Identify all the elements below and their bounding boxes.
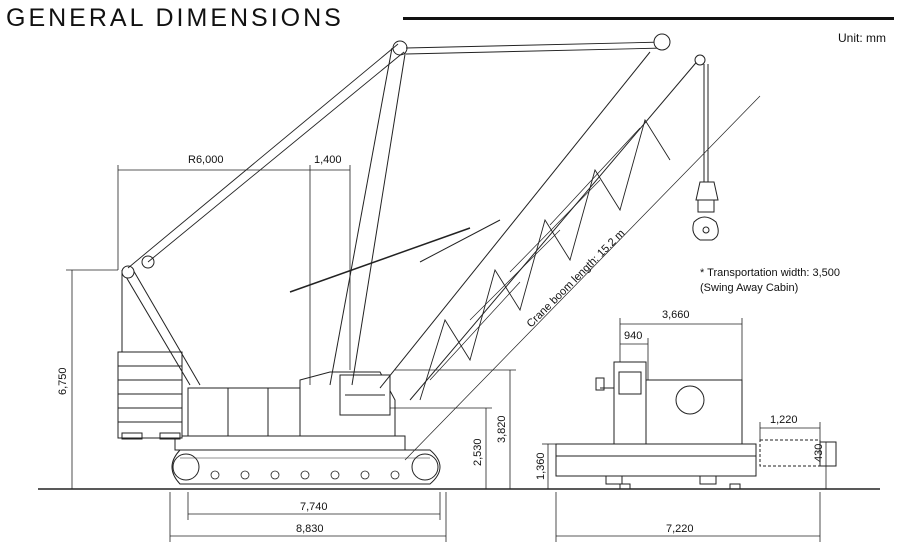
title-rule bbox=[403, 17, 894, 20]
height-pivot-label: 2,530 bbox=[472, 438, 484, 466]
offset-label: 1,400 bbox=[314, 154, 342, 166]
transport-width-text: * Transportation width: 3,500 bbox=[700, 267, 841, 279]
unit-label: Unit: mm bbox=[838, 31, 886, 45]
crawler-track bbox=[171, 449, 441, 485]
width-outer-label: 3,660 bbox=[662, 309, 690, 321]
width-track-label: 1,220 bbox=[770, 414, 798, 426]
mast bbox=[329, 40, 408, 386]
transport-note: * Transportation width: 3,500 (Swing Awa… bbox=[700, 266, 840, 296]
height-counterweight-label: 430 bbox=[813, 444, 825, 462]
hook-block bbox=[692, 64, 719, 241]
height-cab-label: 3,820 bbox=[496, 415, 508, 443]
swing-away-cabin-text: (Swing Away Cabin) bbox=[700, 282, 799, 294]
counterweight bbox=[117, 351, 183, 440]
overall-length-label: 8,830 bbox=[296, 523, 324, 535]
upper-body bbox=[174, 371, 406, 451]
overall-width-label: 7,220 bbox=[666, 523, 694, 535]
height-track-side-label: 1,360 bbox=[535, 452, 547, 480]
gantry bbox=[121, 255, 201, 386]
page-title: GENERAL DIMENSIONS bbox=[6, 4, 344, 32]
track-length-label: 7,740 bbox=[300, 501, 328, 513]
boom-lattice bbox=[289, 33, 706, 401]
height-total-label: 6,750 bbox=[57, 367, 69, 395]
width-cab-label: 940 bbox=[624, 330, 642, 342]
radius-label: R6,000 bbox=[188, 154, 223, 166]
pendant-lines bbox=[127, 41, 666, 269]
front-view bbox=[555, 361, 837, 490]
boom-length-label: Crane boom length: 15.2 m bbox=[525, 227, 628, 330]
